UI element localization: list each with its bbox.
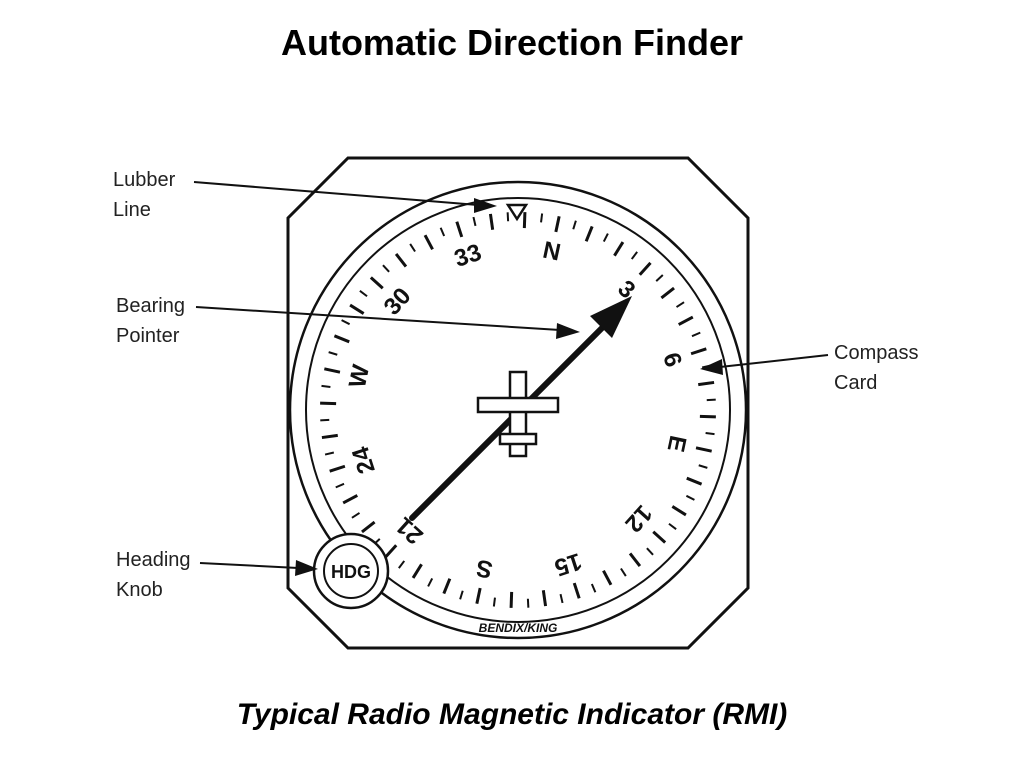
compass-card-mark: E <box>662 433 692 454</box>
compass-tick <box>638 261 652 276</box>
compass-tick <box>685 494 695 501</box>
compass-tick <box>602 569 613 586</box>
compass-tick <box>492 597 496 607</box>
lubber-line-marker <box>505 203 529 222</box>
compass-tick <box>335 482 345 489</box>
compass-tick <box>384 544 398 559</box>
label-lubber-line: Lubber Line <box>113 165 175 225</box>
compass-tick <box>677 315 694 326</box>
compass-tick <box>620 567 627 577</box>
compass-tick <box>613 241 625 257</box>
compass-tick <box>359 290 368 298</box>
brand-text: BENDIX/KING <box>479 621 558 635</box>
page-title: Automatic Direction Finder <box>280 22 744 63</box>
label-heading-knob: Heading Knob <box>116 545 191 605</box>
compass-tick <box>442 578 452 595</box>
compass-tick <box>554 216 561 233</box>
compass-tick <box>361 520 376 534</box>
label-heading-knob-1: Heading <box>116 549 191 571</box>
compass-tick <box>324 367 341 374</box>
aircraft-symbol <box>476 370 560 458</box>
compass-tick <box>698 464 708 469</box>
compass-tick <box>321 384 331 388</box>
compass-tick <box>590 583 597 593</box>
label-bearing-pointer: Bearing Pointer <box>116 291 185 351</box>
label-bearing-pointer-2: Pointer <box>116 325 180 347</box>
compass-tick <box>671 505 687 517</box>
compass-tick <box>455 221 464 238</box>
compass-tick <box>509 591 514 608</box>
compass-tick <box>646 547 654 556</box>
compass-tick <box>584 225 594 242</box>
compass-tick <box>675 301 685 308</box>
compass-tick <box>602 233 609 243</box>
compass-tick <box>522 212 527 229</box>
label-compass-card: Compass Card <box>834 338 918 398</box>
compass-tick <box>559 593 564 604</box>
compass-card-ring <box>305 197 731 623</box>
compass-tick <box>411 563 423 579</box>
compass-tick <box>333 334 350 344</box>
compass-tick <box>628 552 642 567</box>
compass-tick <box>699 414 716 419</box>
compass-tick <box>541 590 548 607</box>
compass-tick <box>572 582 581 599</box>
compass-tick <box>328 351 338 356</box>
compass-tick <box>349 303 365 315</box>
compass-tick <box>439 227 446 237</box>
compass-tick <box>488 213 495 230</box>
label-lubber-line-1: Lubber <box>113 169 176 191</box>
compass-tick <box>324 451 335 456</box>
compass-tick <box>351 512 361 519</box>
label-compass-card-2: Card <box>834 372 878 394</box>
compass-tick <box>691 331 701 338</box>
compass-tick <box>394 253 408 268</box>
compass-tick <box>686 476 703 486</box>
label-lubber-line-2: Line <box>113 199 151 221</box>
compass-card-mark: S <box>474 554 495 584</box>
compass-tick <box>472 216 477 227</box>
compass-tick <box>572 220 577 230</box>
label-bearing-pointer-1: Bearing <box>116 295 185 317</box>
compass-tick <box>409 243 416 253</box>
compass-card-mark: N <box>540 237 563 267</box>
compass-tick <box>342 494 359 505</box>
compass-tick <box>695 446 712 453</box>
compass-tick <box>427 577 434 587</box>
compass-tick <box>540 213 544 223</box>
compass-tick <box>668 522 677 530</box>
compass-tick <box>382 264 390 273</box>
compass-tick <box>341 319 351 326</box>
compass-tick <box>630 251 638 260</box>
compass-tick <box>459 590 464 600</box>
compass-tick <box>655 274 664 282</box>
compass-tick <box>660 286 675 300</box>
compass-tick <box>320 401 337 406</box>
compass-tick <box>423 234 434 251</box>
heading-knob-inner <box>323 543 379 599</box>
compass-tick <box>329 464 346 473</box>
compass-tick <box>690 347 707 356</box>
figure-caption: Typical Radio Magnetic Indicator (RMI) <box>236 698 788 731</box>
label-heading-knob-2: Knob <box>116 579 163 601</box>
compass-tick <box>369 276 384 290</box>
compass-tick <box>698 380 715 387</box>
compass-tick <box>705 432 715 436</box>
label-compass-card-1: Compass <box>834 342 919 364</box>
leader-lines <box>193 181 829 576</box>
compass-tick <box>652 530 667 544</box>
compass-tick <box>475 587 482 604</box>
compass-tick <box>398 560 406 569</box>
heading-knob-text: HDG <box>331 562 371 582</box>
compass-tick <box>321 433 338 440</box>
